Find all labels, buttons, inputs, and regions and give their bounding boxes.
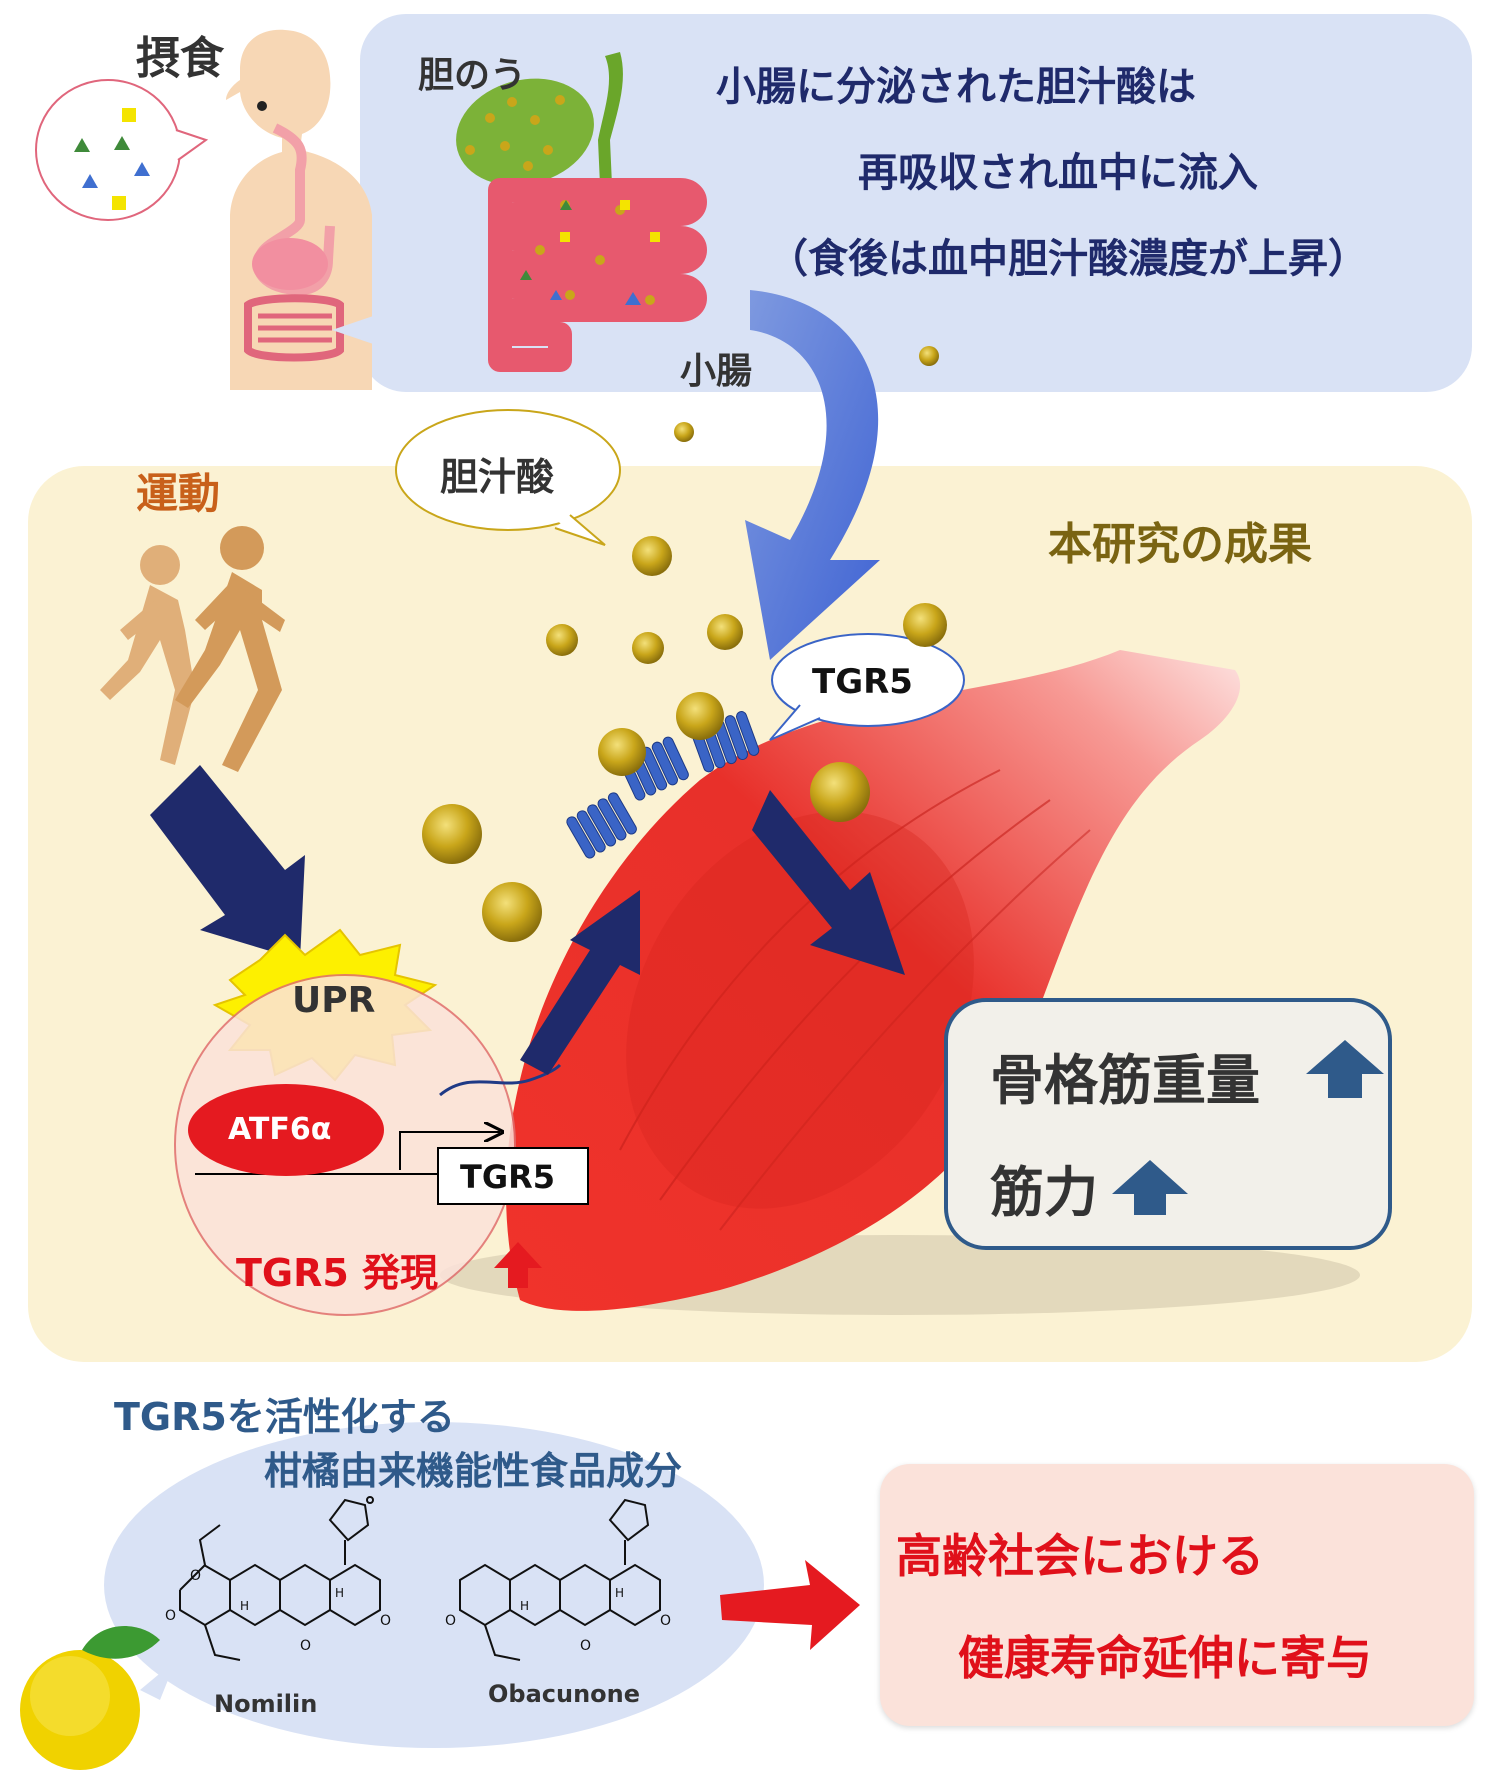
obacunone-label: Obacunone: [488, 1680, 641, 1708]
receptor-to-outcome-arrow: [752, 790, 905, 975]
bile-acid-particles: [422, 346, 947, 942]
tgr5-bubble-shape: [769, 633, 965, 741]
outcome-strength-label: 筋力: [990, 1161, 1098, 1224]
svg-text:H: H: [335, 1586, 344, 1600]
tgr5-expression-label: TGR5 発現: [236, 1251, 439, 1295]
human-body-figure: [226, 29, 372, 391]
intake-label: 摂食: [136, 33, 224, 84]
outcome-mass-label: 骨格筋重量: [990, 1049, 1260, 1112]
outcome-box: [944, 998, 1392, 1250]
blood-flow-arrow: [745, 290, 880, 660]
strength-up-arrow-icon: [1112, 1160, 1188, 1215]
mass-up-arrow-icon: [1306, 1040, 1384, 1098]
small-intestine-illustration: [488, 178, 707, 372]
tgr5-gene-label: TGR5: [460, 1158, 555, 1196]
citrus-line2: 柑橘由来機能性食品成分: [264, 1449, 683, 1493]
bile-info-line2: 再吸収され血中に流入: [858, 150, 1258, 196]
runners-silhouette: [100, 526, 285, 772]
gallbladder-label: 胆のう: [418, 55, 527, 96]
contribution-line1: 高齢社会における: [896, 1529, 1264, 1583]
small-intestine-label: 小腸: [680, 351, 753, 392]
svg-text:O: O: [580, 1638, 591, 1654]
tgr5-receptors: [566, 711, 760, 859]
skeletal-muscle-illustration: [506, 650, 1241, 1311]
obacunone-structure: O O O H H: [445, 1498, 671, 1661]
citrus-fruit-illustration: [20, 1626, 176, 1770]
svg-text:O: O: [300, 1638, 311, 1654]
contribution-line2: 健康寿命延伸に寄与: [958, 1631, 1372, 1685]
svg-text:O: O: [190, 1568, 201, 1584]
atf6-oval: [188, 1084, 384, 1176]
atf6-label: ATF6α: [228, 1112, 332, 1147]
svg-text:H: H: [240, 1599, 249, 1613]
exercise-arrow: [150, 765, 305, 960]
upr-label: UPR: [292, 980, 376, 1021]
food-particles: [74, 108, 150, 210]
svg-text:O: O: [660, 1613, 671, 1629]
citrus-line1: TGR5を活性化する: [114, 1395, 455, 1439]
svg-text:O: O: [380, 1613, 391, 1629]
contribution-panel: [880, 1464, 1474, 1726]
tgr5-bubble-label: TGR5: [812, 662, 913, 702]
food-bubble: [35, 79, 209, 221]
bile-acid-bubble-shape: [395, 409, 621, 546]
bile-info-line3: （食後は血中胆汁酸濃度が上昇）: [768, 236, 1368, 282]
research-result-title: 本研究の成果: [1048, 519, 1312, 570]
nomilin-label: Nomilin: [214, 1690, 318, 1718]
svg-text:H: H: [520, 1599, 529, 1613]
expression-up-arrow-icon: [494, 1242, 542, 1288]
svg-text:H: H: [615, 1586, 624, 1600]
gallbladder-illustration: [456, 52, 623, 186]
svg-text:O: O: [445, 1613, 456, 1629]
contribution-arrow: [720, 1560, 860, 1650]
intestine-callout-pointer: [332, 300, 420, 360]
svg-text:O: O: [165, 1608, 176, 1624]
nomilin-structure: O O O O H H: [165, 1496, 391, 1661]
atf6-to-receptor-arrow: [520, 890, 640, 1075]
bile-acid-label: 胆汁酸: [440, 455, 555, 499]
citrus-panel: [104, 1422, 764, 1748]
exercise-label: 運動: [136, 469, 221, 518]
bile-info-line1: 小腸に分泌された胆汁酸は: [716, 64, 1196, 110]
